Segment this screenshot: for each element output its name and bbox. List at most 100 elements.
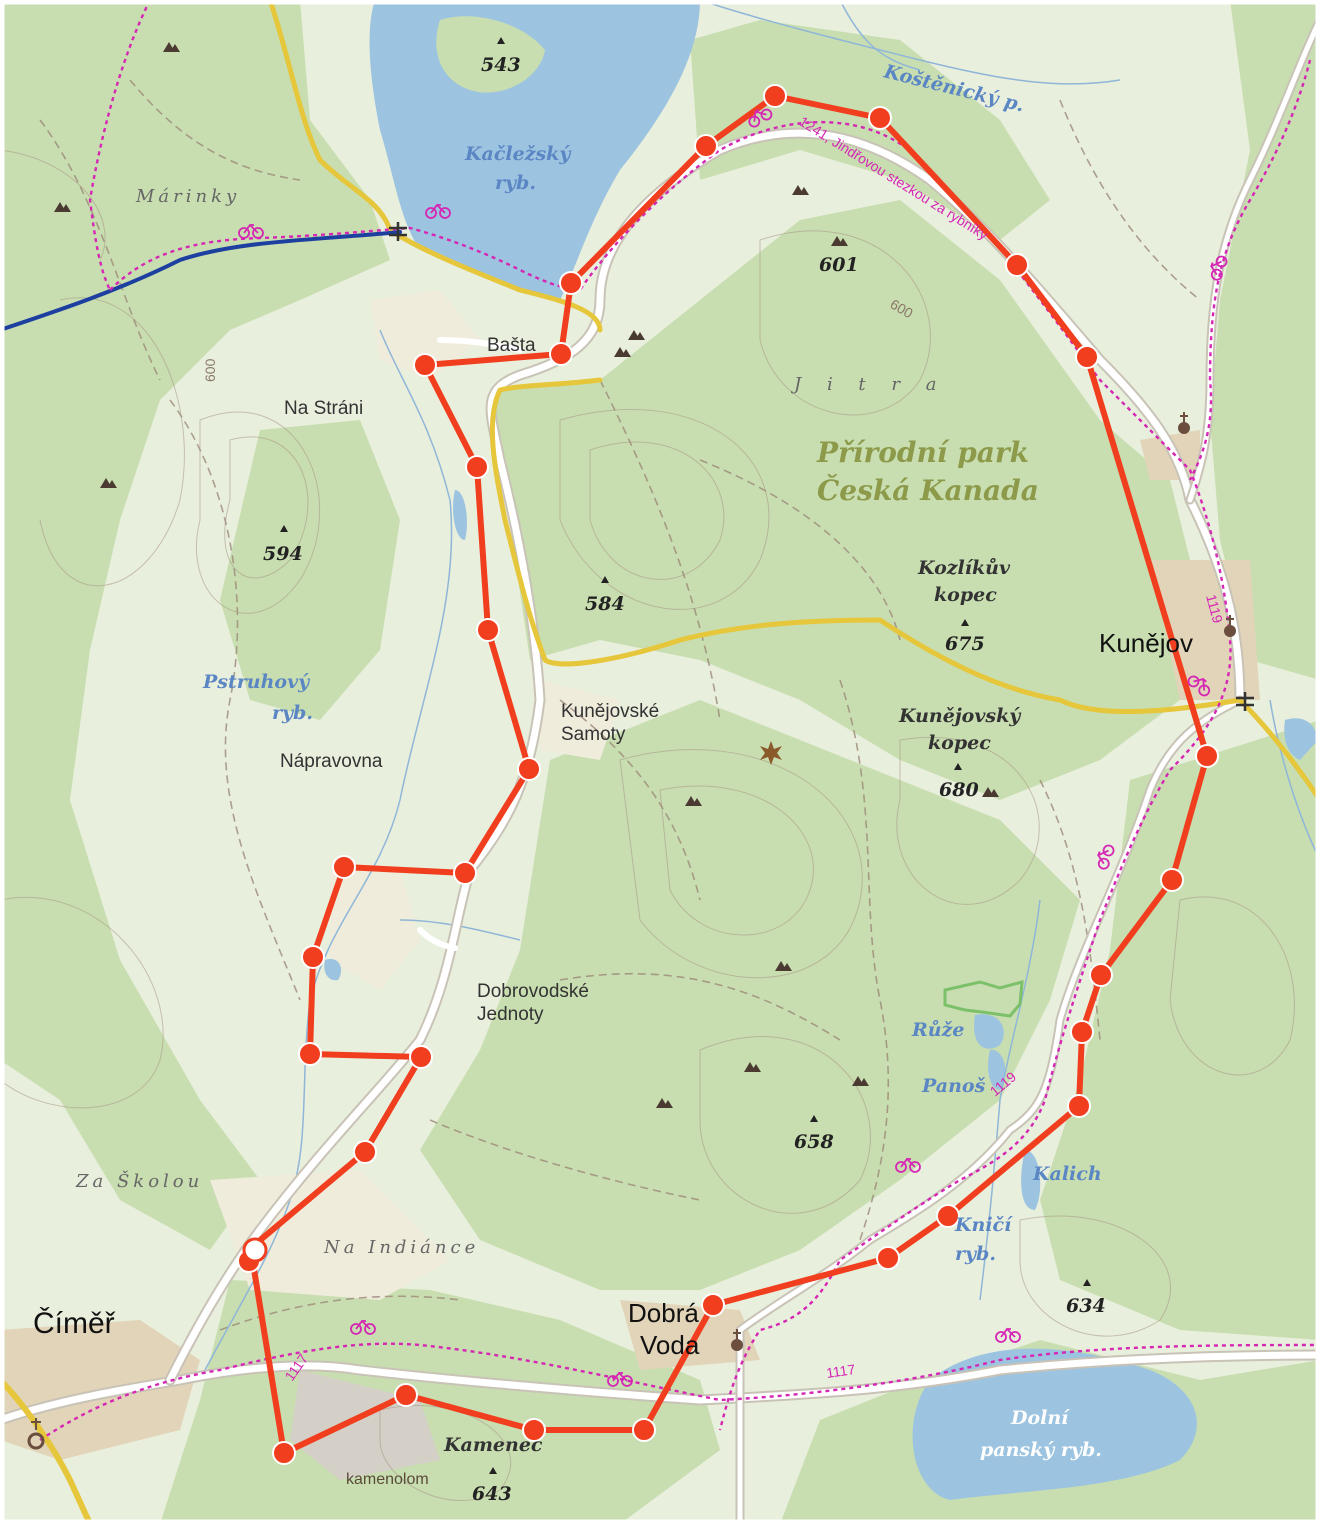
summit-triangle-icon	[810, 1115, 818, 1122]
route-waypoint[interactable]	[936, 1204, 960, 1228]
place-label-kunejovske-samoty-2: Samoty	[561, 724, 626, 745]
panos-pond	[988, 1049, 1006, 1090]
route-waypoint[interactable]	[632, 1418, 656, 1442]
route-waypoint[interactable]	[1160, 868, 1184, 892]
summit-triangle-icon	[601, 576, 609, 583]
hill-label-kunejovsky-2: kopec	[928, 732, 991, 754]
park-label-line1: Přírodní park	[816, 436, 1029, 469]
summit-triangle-icon	[961, 619, 969, 626]
water-label-pstruhovy-2: ryb.	[272, 702, 313, 724]
planned-route	[237, 84, 1219, 1465]
peak-icon	[54, 202, 71, 212]
dolni-pansky-pond	[912, 1348, 1197, 1500]
route-waypoint[interactable]	[453, 861, 477, 885]
bicycle-icons	[238, 108, 1228, 1387]
kalich-pond	[1021, 1150, 1041, 1210]
place-label-na-strani: Na Stráni	[284, 398, 363, 419]
route-waypoint[interactable]	[1070, 1020, 1094, 1044]
route-waypoint[interactable]	[1075, 345, 1099, 369]
summit-triangle-icon	[954, 763, 962, 770]
route-waypoint[interactable]	[1067, 1094, 1091, 1118]
contour-label-600a: 600	[202, 358, 218, 382]
water-label-kaclezsky-2: ryb.	[495, 172, 536, 194]
route-waypoint[interactable]	[1195, 744, 1219, 768]
elevation-680: 680	[939, 779, 979, 801]
elevation-543: 543	[481, 54, 521, 76]
place-label-dobrovodske-jednoty-1: Dobrovodské	[477, 981, 589, 1002]
route-waypoint[interactable]	[549, 342, 573, 366]
church-icon	[731, 1329, 743, 1351]
region-label-marinky: Márinky	[135, 186, 240, 207]
route-waypoint[interactable]	[476, 618, 500, 642]
railway-crossing-icon	[1236, 692, 1254, 711]
bicycle-icon	[1209, 255, 1228, 281]
hill-label-kunejovsky-1: Kunějovský	[898, 705, 1022, 727]
route-waypoint[interactable]	[559, 271, 583, 295]
hill-label-kamenec: Kamenec	[443, 1434, 543, 1456]
bicycle-icon	[1187, 675, 1211, 697]
streams	[199, 0, 1320, 1381]
peak-icon	[982, 787, 999, 797]
peak-icon	[628, 330, 645, 340]
summit-triangle-icon	[497, 37, 505, 44]
region-label-na-indiance: Na Indiánce	[323, 1237, 479, 1258]
water-bodies	[324, 0, 1318, 1500]
summit-triangle-icon	[280, 525, 288, 532]
route-waypoint[interactable]	[694, 134, 718, 158]
route-waypoint[interactable]	[332, 855, 356, 879]
church-icons	[27, 412, 1236, 1450]
railway-crossing-icon	[389, 222, 407, 241]
route-waypoint[interactable]	[413, 353, 437, 377]
route-waypoint[interactable]	[1005, 253, 1029, 277]
peak-icon	[100, 478, 117, 488]
route-waypoint[interactable]	[522, 1418, 546, 1442]
place-label-kunejovske-samoty-1: Kunějovské	[561, 701, 659, 722]
route-waypoint[interactable]	[876, 1246, 900, 1270]
route-waypoint[interactable]	[301, 945, 325, 969]
route-waypoint[interactable]	[868, 106, 892, 130]
route-waypoint[interactable]	[394, 1383, 418, 1407]
water-label-dolni-pansky-1: Dolní	[1010, 1407, 1070, 1429]
pstruhovy-pond	[453, 490, 467, 540]
elevation-658: 658	[794, 1131, 834, 1153]
route-waypoints	[237, 84, 1219, 1465]
route-waypoint[interactable]	[272, 1441, 296, 1465]
viewpoint-star-icon[interactable]	[760, 741, 782, 765]
summit-triangle-icon	[1083, 1279, 1091, 1286]
water-label-knezici-1: Kničí	[954, 1214, 1013, 1236]
bicycle-icon	[1096, 844, 1115, 870]
church-icon	[1224, 615, 1236, 637]
region-label-jitra: J i t r a	[790, 374, 946, 395]
route-waypoint[interactable]	[763, 84, 787, 108]
bicycle-icon	[238, 223, 264, 239]
hill-label-kozlikuv-1: Kozlíkův	[917, 557, 1011, 579]
bicycle-icon	[748, 108, 773, 128]
water-label-dolni-pansky-2: panský ryb.	[980, 1439, 1102, 1461]
route-waypoint[interactable]	[353, 1140, 377, 1164]
bicycle-icon	[607, 1371, 633, 1387]
ruze-pond	[974, 1014, 1004, 1049]
peak-icons	[54, 42, 999, 1108]
place-label-kamenolom: kamenolom	[346, 1471, 429, 1488]
route-start-marker[interactable]	[242, 1237, 268, 1263]
elevation-643: 643	[472, 1483, 512, 1505]
route-waypoint[interactable]	[517, 757, 541, 781]
peak-icon	[685, 796, 702, 806]
water-label-kalich: Kalich	[1032, 1163, 1102, 1185]
peak-icon	[614, 347, 631, 357]
route-label-1117b: 1117	[825, 1361, 856, 1381]
water-label-knezici-2: ryb.	[955, 1243, 996, 1265]
route-waypoint[interactable]	[465, 455, 489, 479]
route-waypoint[interactable]	[1089, 963, 1113, 987]
peak-icon	[163, 42, 180, 52]
water-label-panos: Panoš	[921, 1075, 986, 1097]
elevation-584: 584	[585, 593, 625, 615]
peak-icon	[744, 1062, 761, 1072]
bicycle-icon	[425, 203, 451, 219]
peak-icon	[852, 1076, 869, 1086]
route-waypoint[interactable]	[298, 1042, 322, 1066]
route-waypoint[interactable]	[701, 1293, 725, 1317]
route-waypoint[interactable]	[409, 1045, 433, 1069]
summit-markers	[280, 37, 1091, 1474]
